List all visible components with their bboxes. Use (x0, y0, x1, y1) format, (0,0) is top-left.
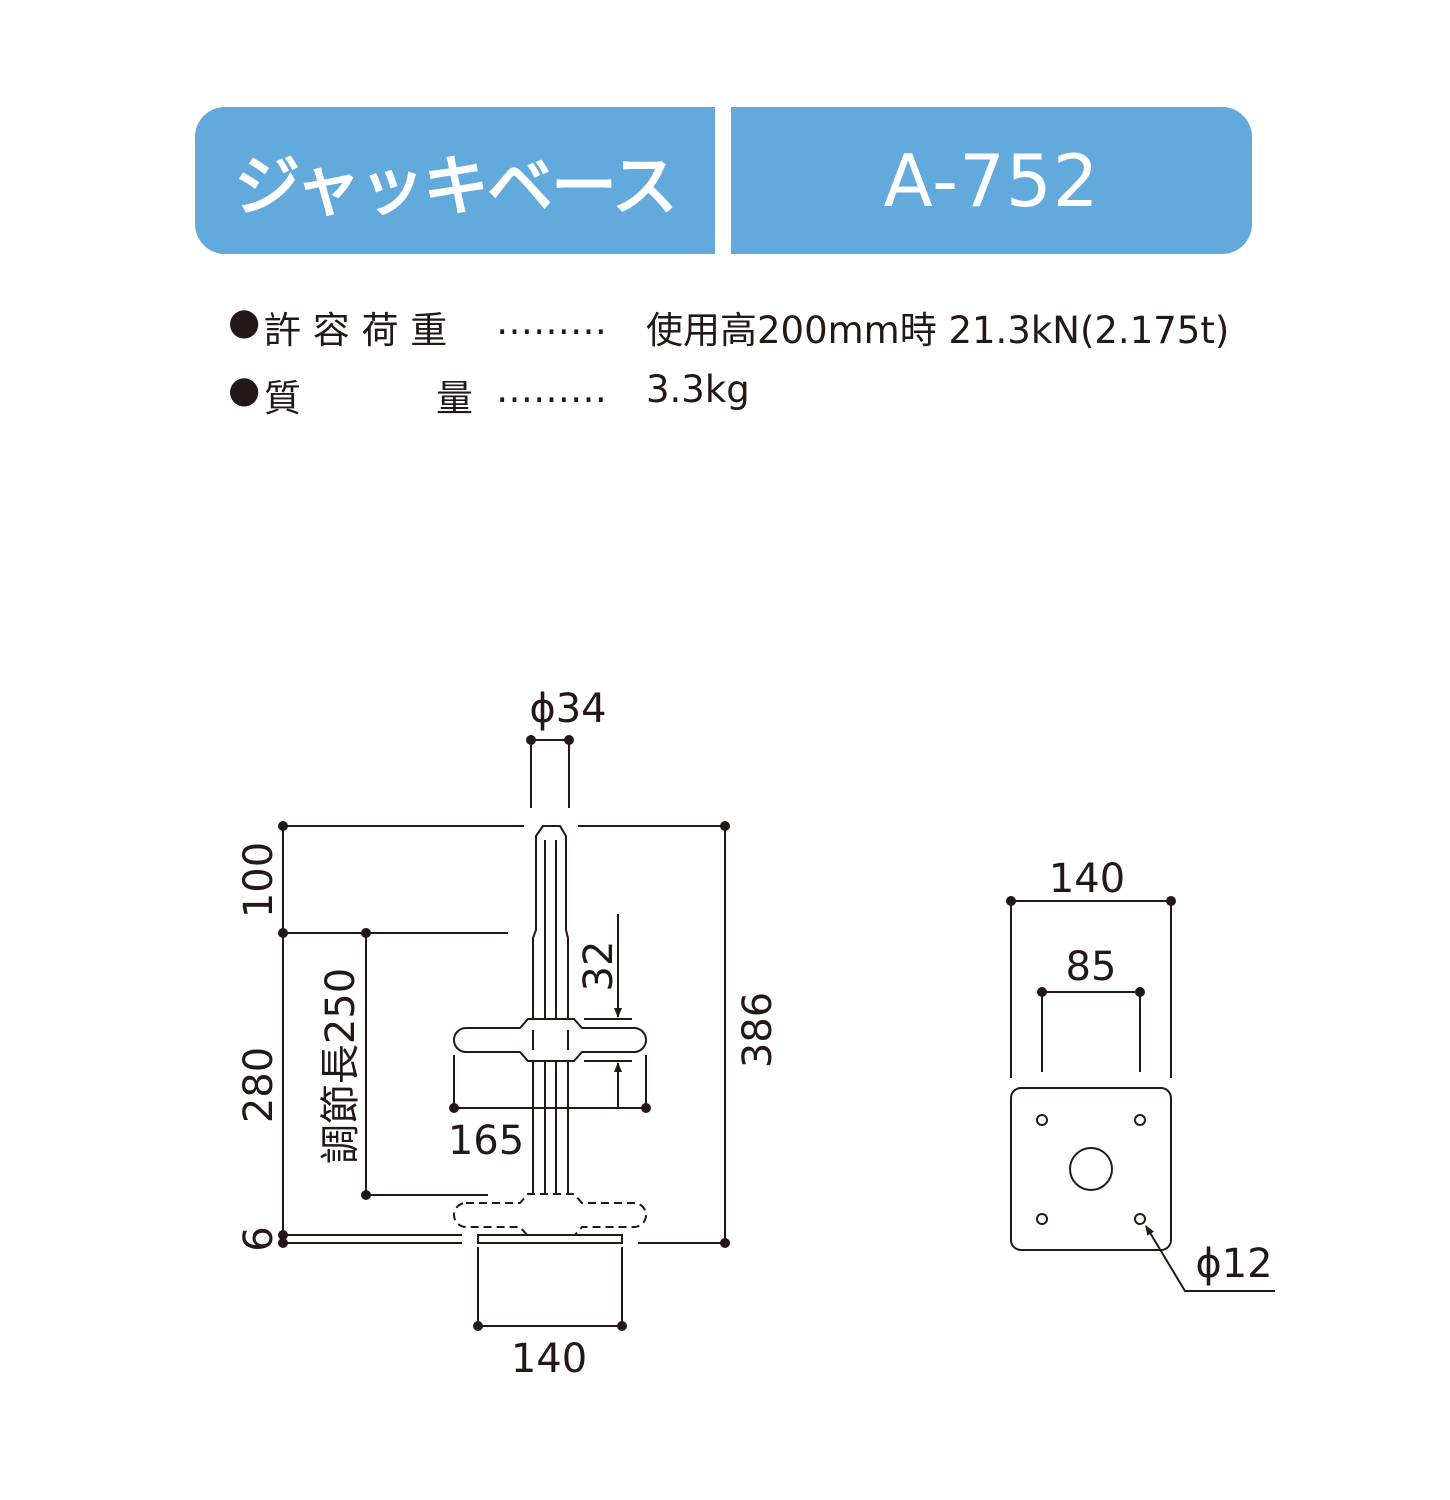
adjust-length-label: 調節長250 (318, 968, 364, 1164)
dimension-dot (1037, 987, 1047, 997)
dimension-dot (720, 821, 730, 831)
model-number: A-752 (883, 138, 1100, 223)
dimension-dot (564, 735, 574, 745)
dimension-dot (641, 1103, 651, 1113)
model-number-banner: A-752 (731, 107, 1252, 254)
spec-leader: ……… (496, 300, 607, 343)
dimension-dot (720, 1238, 730, 1248)
dimension-dot (1006, 896, 1016, 906)
dimension-dot (473, 1321, 483, 1331)
bolt-hole (1036, 1213, 1048, 1225)
dimension-dot (1135, 987, 1145, 997)
pipe-diameter-label: ϕ34 (529, 686, 606, 732)
spec-label-mass-last: 量 (436, 377, 473, 420)
dimension-dot (278, 1230, 288, 1240)
plate-width-label: 140 (1049, 856, 1125, 902)
side-view (282, 739, 726, 1327)
spec-value-mass: 3.3kg (646, 368, 750, 411)
bolt-hole (1134, 1213, 1146, 1225)
spec-value-load: 使用高200mm時 21.3kN(2.175t) (646, 309, 1230, 352)
dimension-dot (526, 735, 536, 745)
plan-view-dimension-dots (1006, 896, 1176, 997)
side-view-labels: ϕ34 100 280 調節長250 32 165 6 386 140 (236, 686, 781, 1382)
bolt-hole (1134, 1114, 1146, 1126)
spec-label-mass-first: 質 (264, 377, 301, 420)
center-hole (1069, 1147, 1113, 1191)
dimension-dot (278, 1238, 288, 1248)
dimension-dot (449, 1103, 459, 1113)
dimension-dot (278, 821, 288, 831)
base-plate-plan (1010, 1087, 1172, 1251)
spec-label-load: 許 容 荷 重 (264, 309, 448, 352)
product-name-banner: ジャッキベース (195, 107, 715, 254)
handle-nut (453, 1018, 647, 1062)
plate-thickness-label: 6 (236, 1226, 282, 1251)
handle-nut-lowest-position (453, 1193, 647, 1237)
base-width-label: 140 (511, 1336, 587, 1382)
side-view-dimension-dots (278, 735, 730, 1331)
dimension-dot (278, 928, 288, 938)
nut-height-label: 32 (576, 941, 622, 992)
plan-view-labels: 140 85 ϕ12 (1049, 856, 1273, 1287)
base-plate (477, 1234, 623, 1244)
bullet-icon: ● (228, 368, 261, 411)
screw-rod (532, 825, 569, 1232)
bullet-icon: ● (228, 300, 261, 343)
dimension-dot (361, 928, 371, 938)
handle-width-label: 165 (448, 1118, 524, 1164)
adjust-range-height-label: 280 (236, 1047, 282, 1123)
bolt-hole (1036, 1114, 1048, 1126)
dimension-dot (1166, 896, 1176, 906)
product-name: ジャッキベース (234, 147, 677, 225)
dimension-dot (361, 1190, 371, 1200)
hole-diameter-leader (1145, 1225, 1275, 1292)
total-height-label: 386 (735, 992, 781, 1068)
plan-view (1010, 900, 1275, 1292)
top-length-label: 100 (236, 842, 282, 918)
spec-leader: ……… (496, 368, 607, 411)
hole-pitch-label: 85 (1066, 944, 1117, 990)
dimension-dot (617, 1321, 627, 1331)
hole-diameter-label: ϕ12 (1195, 1241, 1272, 1287)
